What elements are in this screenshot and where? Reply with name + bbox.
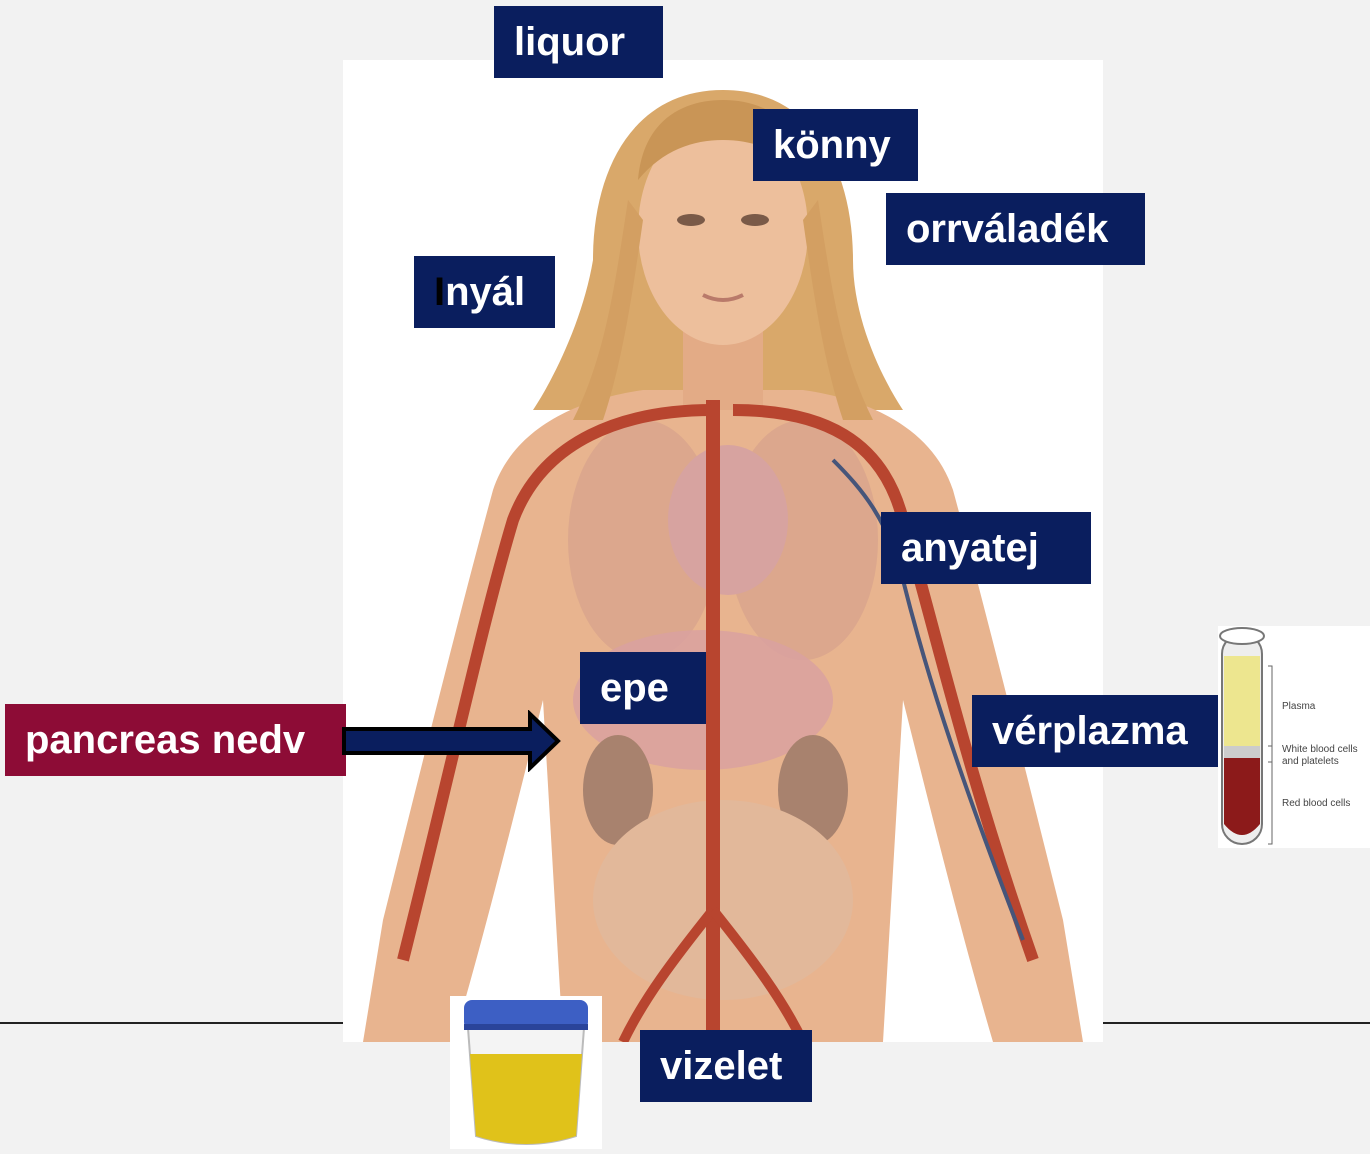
- label-orrvaladek: orrváladék: [886, 193, 1145, 265]
- label-epe: epe: [580, 652, 706, 724]
- label-nyal-first-letter: I: [434, 270, 445, 314]
- divider-left: [0, 1022, 343, 1024]
- red-cells-text: Red blood cells: [1282, 798, 1350, 810]
- label-verplazma: vérplazma: [972, 695, 1219, 767]
- divider-right: [1103, 1022, 1370, 1024]
- label-nyal: Inyál: [414, 256, 555, 328]
- blood-tube-image: Plasma White blood cells and platelets R…: [1218, 626, 1370, 848]
- urine-cup-icon: [450, 996, 602, 1149]
- label-vizelet: vizelet: [640, 1030, 812, 1102]
- arrow-right-icon: [340, 710, 565, 772]
- label-nyal-rest: nyál: [445, 270, 525, 314]
- plasma-text: Plasma: [1282, 701, 1315, 713]
- urine-cup-image: [450, 996, 602, 1149]
- label-pancreas-nedv: pancreas nedv: [5, 704, 346, 776]
- label-liquor: liquor: [494, 6, 663, 78]
- label-konny: könny: [753, 109, 918, 181]
- label-anyatej: anyatej: [881, 512, 1091, 584]
- white-cells-text: White blood cells and platelets: [1282, 744, 1370, 768]
- blood-tube-icon: [1218, 626, 1370, 848]
